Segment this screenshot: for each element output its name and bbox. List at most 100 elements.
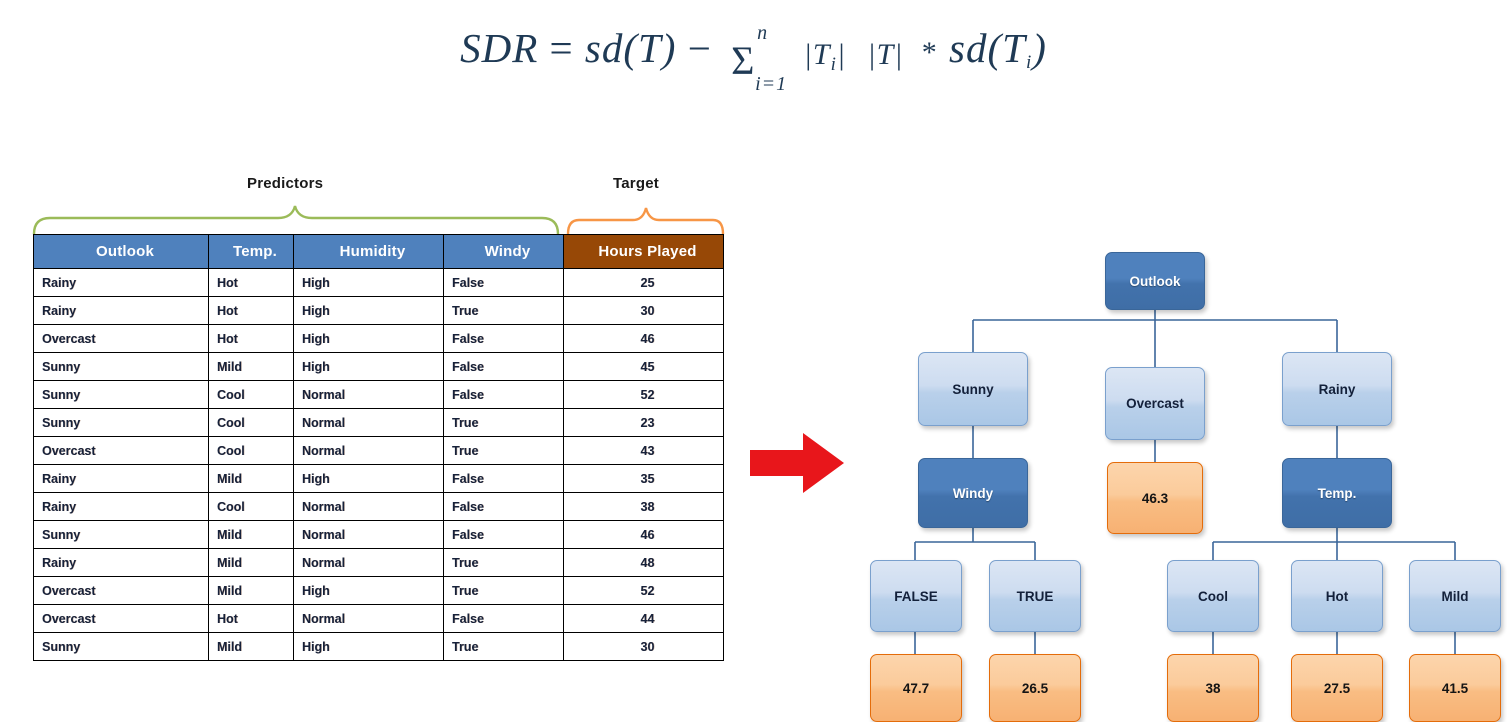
cell-outlook: Rainy bbox=[33, 464, 209, 493]
summation-symbol: Σ n i=1 bbox=[731, 22, 786, 95]
fraction-numerator: |Ti| bbox=[803, 37, 847, 75]
cell-hours-played: 23 bbox=[563, 408, 724, 437]
cell-hours-played: 43 bbox=[563, 436, 724, 465]
tree-leaf-overcast-value[interactable]: 46.3 bbox=[1107, 462, 1203, 534]
formula-minus: − bbox=[687, 25, 712, 71]
cell-outlook: Sunny bbox=[33, 380, 209, 409]
tree-leaf-cool-value[interactable]: 38 bbox=[1167, 654, 1259, 722]
cell-windy: True bbox=[443, 436, 564, 465]
cell-windy: False bbox=[443, 520, 564, 549]
tree-node-temp-hot[interactable]: Hot bbox=[1291, 560, 1383, 632]
tree-node-temp-mild[interactable]: Mild bbox=[1409, 560, 1501, 632]
tree-node-windy[interactable]: Windy bbox=[918, 458, 1028, 528]
cell-hours-played: 38 bbox=[563, 492, 724, 521]
cell-windy: True bbox=[443, 296, 564, 325]
cell-humidity: Normal bbox=[293, 380, 444, 409]
cell-outlook: Rainy bbox=[33, 492, 209, 521]
cell-humidity: High bbox=[293, 576, 444, 605]
cell-humidity: High bbox=[293, 324, 444, 353]
cell-temp: Mild bbox=[208, 464, 294, 493]
tree-leaf-false-value[interactable]: 47.7 bbox=[870, 654, 962, 722]
cell-temp: Mild bbox=[208, 520, 294, 549]
cell-windy: False bbox=[443, 352, 564, 381]
tree-node-sunny[interactable]: Sunny bbox=[918, 352, 1028, 426]
tree-node-windy-true[interactable]: TRUE bbox=[989, 560, 1081, 632]
predictors-brace bbox=[32, 205, 560, 236]
cell-outlook: Sunny bbox=[33, 352, 209, 381]
cell-outlook: Overcast bbox=[33, 604, 209, 633]
target-label: Target bbox=[613, 175, 659, 192]
cell-temp: Cool bbox=[208, 492, 294, 521]
right-arrow-icon bbox=[750, 433, 844, 493]
cell-temp: Hot bbox=[208, 604, 294, 633]
cell-temp: Cool bbox=[208, 380, 294, 409]
cell-hours-played: 48 bbox=[563, 548, 724, 577]
cell-humidity: Normal bbox=[293, 548, 444, 577]
cell-humidity: High bbox=[293, 352, 444, 381]
cell-windy: True bbox=[443, 408, 564, 437]
sdr-formula: SDR = sd(T) − Σ n i=1 |Ti| |T| * sd(Ti) bbox=[0, 22, 1507, 95]
cell-humidity: Normal bbox=[293, 604, 444, 633]
cell-temp: Mild bbox=[208, 548, 294, 577]
cell-hours-played: 30 bbox=[563, 296, 724, 325]
column-header-windy: Windy bbox=[443, 234, 564, 269]
tree-node-root-outlook[interactable]: Outlook bbox=[1105, 252, 1205, 310]
sigma-upper-limit: n bbox=[757, 22, 769, 44]
sigma-lower-limit: i=1 bbox=[755, 73, 788, 95]
cell-hours-played: 52 bbox=[563, 576, 724, 605]
cell-windy: True bbox=[443, 548, 564, 577]
cell-hours-played: 45 bbox=[563, 352, 724, 381]
column-header-outlook: Outlook bbox=[33, 234, 209, 269]
target-brace bbox=[566, 207, 725, 236]
tree-node-windy-false[interactable]: FALSE bbox=[870, 560, 962, 632]
cell-outlook: Overcast bbox=[33, 576, 209, 605]
tree-connectors bbox=[914, 310, 1456, 654]
sigma-glyph: Σ bbox=[731, 38, 756, 83]
cell-humidity: High bbox=[293, 464, 444, 493]
tree-leaf-true-value[interactable]: 26.5 bbox=[989, 654, 1081, 722]
cell-windy: True bbox=[443, 576, 564, 605]
cell-windy: True bbox=[443, 632, 564, 661]
tree-node-overcast[interactable]: Overcast bbox=[1105, 367, 1205, 440]
tree-node-temp[interactable]: Temp. bbox=[1282, 458, 1392, 528]
formula-equals: = bbox=[549, 25, 574, 71]
cell-outlook: Sunny bbox=[33, 408, 209, 437]
cell-hours-played: 52 bbox=[563, 380, 724, 409]
cell-windy: False bbox=[443, 604, 564, 633]
tree-node-temp-cool[interactable]: Cool bbox=[1167, 560, 1259, 632]
cell-windy: False bbox=[443, 492, 564, 521]
table-header-row: Outlook Temp. Humidity Windy Hours Playe… bbox=[33, 234, 724, 269]
cell-humidity: High bbox=[293, 296, 444, 325]
cell-windy: False bbox=[443, 268, 564, 297]
formula-term2: sd(Ti) bbox=[949, 25, 1047, 73]
cell-temp: Hot bbox=[208, 324, 294, 353]
predictors-label: Predictors bbox=[247, 175, 324, 192]
tree-leaf-hot-value[interactable]: 27.5 bbox=[1291, 654, 1383, 722]
cell-humidity: High bbox=[293, 632, 444, 661]
cell-temp: Cool bbox=[208, 436, 294, 465]
cell-outlook: Sunny bbox=[33, 520, 209, 549]
cell-outlook: Rainy bbox=[33, 548, 209, 577]
cell-outlook: Overcast bbox=[33, 324, 209, 353]
cell-outlook: Rainy bbox=[33, 268, 209, 297]
cell-humidity: High bbox=[293, 268, 444, 297]
cell-humidity: Normal bbox=[293, 436, 444, 465]
tree-leaf-mild-value[interactable]: 41.5 bbox=[1409, 654, 1501, 722]
cell-temp: Mild bbox=[208, 632, 294, 661]
cell-hours-played: 35 bbox=[563, 464, 724, 493]
formula-term1: sd(T) bbox=[584, 25, 677, 71]
cell-temp: Cool bbox=[208, 408, 294, 437]
cell-windy: False bbox=[443, 464, 564, 493]
weight-fraction: |Ti| |T| bbox=[799, 26, 909, 76]
tree-node-rainy[interactable]: Rainy bbox=[1282, 352, 1392, 426]
